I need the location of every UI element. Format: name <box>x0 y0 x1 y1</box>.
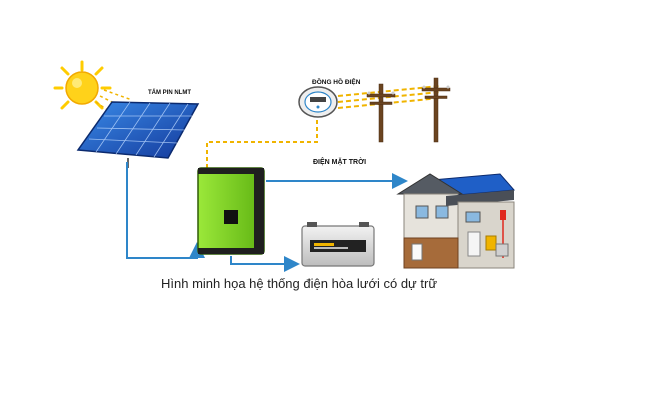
battery-icon <box>301 222 375 267</box>
meter-label: ĐỒNG HỒ ĐIỆN <box>312 79 361 86</box>
house-icon <box>396 173 516 269</box>
solar-panel-label: TẤM PIN NLMT <box>148 90 191 96</box>
inverter-icon <box>197 167 265 255</box>
dc-line-panel <box>126 162 205 259</box>
solar-power-label: ĐIỆN MẶT TRỜI <box>313 159 367 166</box>
solar-panel-icon <box>76 101 200 168</box>
utility-pole-icon <box>366 77 451 143</box>
meter-icon <box>298 86 338 118</box>
sun-icon <box>53 60 112 110</box>
dc-line-battery <box>230 256 300 272</box>
grid-line-meter <box>206 118 318 168</box>
diagram-caption: Hình minh họa hệ thống điện hòa lưới có … <box>161 276 438 291</box>
